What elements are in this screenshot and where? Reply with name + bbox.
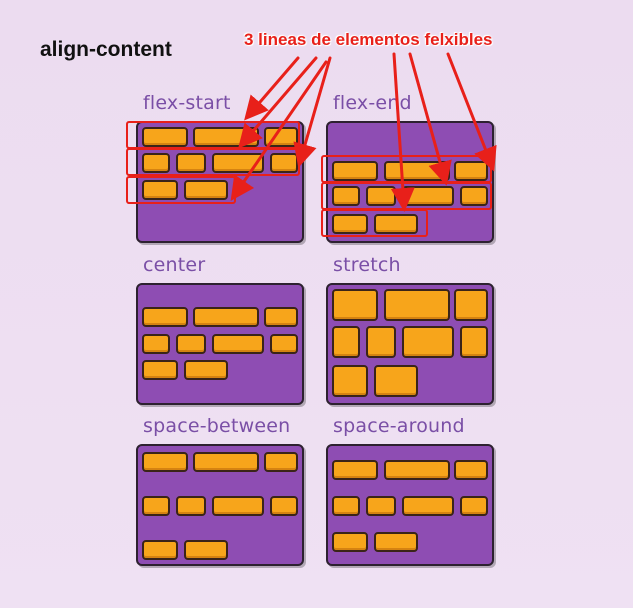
arrow: [293, 56, 332, 168]
flex-item: [332, 460, 378, 480]
label-flex-start: flex-start: [143, 92, 231, 114]
arrow: [446, 52, 497, 172]
flex-item: [184, 360, 228, 380]
page-heading: align-content: [40, 38, 172, 61]
flex-item: [374, 365, 418, 397]
flex-item: [142, 180, 178, 200]
arrow: [390, 52, 415, 212]
panel-space-between: [136, 444, 304, 566]
flex-item: [142, 153, 170, 173]
flex-item: [184, 180, 228, 200]
flex-item: [454, 289, 488, 321]
flex-item: [332, 289, 378, 321]
label-space-between: space-between: [143, 415, 291, 437]
annotation-text: 3 lineas de elementos felxibles: [244, 30, 493, 49]
flex-item: [142, 360, 178, 380]
flex-item: [142, 452, 188, 472]
flex-item: [264, 452, 298, 472]
flex-item: [193, 452, 259, 472]
flex-item: [176, 334, 206, 354]
flex-item: [332, 214, 368, 234]
flex-item: [402, 496, 454, 516]
flex-item: [142, 307, 188, 327]
label-center: center: [143, 254, 206, 276]
flex-item: [460, 496, 488, 516]
flex-item: [454, 460, 488, 480]
flex-item: [142, 334, 170, 354]
flex-item: [332, 365, 368, 397]
flex-item: [460, 186, 488, 206]
flex-item: [332, 161, 378, 181]
flex-item: [332, 532, 368, 552]
panel-center: [136, 283, 304, 405]
arrow: [244, 56, 300, 121]
panel-space-around: [326, 444, 494, 566]
flex-item: [366, 496, 396, 516]
flex-item: [212, 153, 264, 173]
label-flex-end: flex-end: [333, 92, 412, 114]
flex-item: [366, 326, 396, 358]
flex-item: [332, 326, 360, 358]
arrow: [408, 52, 452, 186]
panel-stretch: [326, 283, 494, 405]
line-highlight: [321, 209, 428, 237]
flex-item: [142, 127, 188, 147]
arrow: [238, 56, 318, 149]
flex-item: [332, 186, 360, 206]
flex-item: [402, 326, 454, 358]
flex-item: [332, 496, 360, 516]
flex-item: [193, 307, 259, 327]
label-stretch: stretch: [333, 254, 401, 276]
flex-item: [142, 496, 170, 516]
flex-item: [264, 307, 298, 327]
flex-item: [384, 460, 450, 480]
flex-item: [270, 496, 298, 516]
flex-item: [176, 496, 206, 516]
flex-item: [270, 334, 298, 354]
arrow: [230, 60, 328, 201]
flex-item: [460, 326, 488, 358]
flex-item: [212, 334, 264, 354]
flex-item: [374, 532, 418, 552]
flex-item: [384, 289, 450, 321]
flex-item: [184, 540, 228, 560]
label-space-around: space-around: [333, 415, 465, 437]
flex-item: [176, 153, 206, 173]
flex-item: [374, 214, 418, 234]
flex-item: [142, 540, 178, 560]
flex-item: [212, 496, 264, 516]
